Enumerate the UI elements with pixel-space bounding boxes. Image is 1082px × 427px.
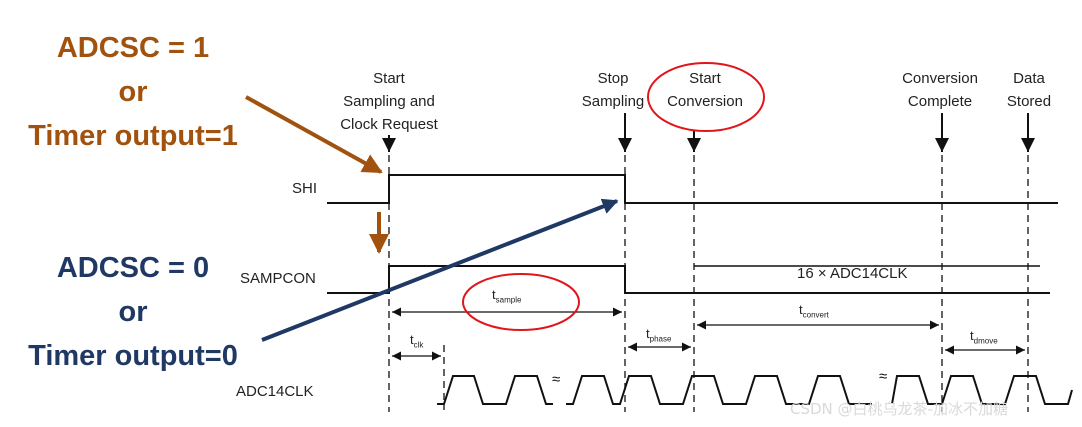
event-stop-sampling-line1: Stop <box>597 70 629 87</box>
tphase-symbol: t <box>646 326 650 341</box>
event-start-conversion: Start Conversion <box>655 67 755 113</box>
event-stop-sampling: Stop Sampling <box>553 67 673 113</box>
event-start-sampling-line3: Clock Request <box>340 116 438 133</box>
event-conversion-complete-line2: Complete <box>907 93 973 110</box>
tdmove-sub: dmove <box>973 336 998 346</box>
signal-sampcon-label: SAMPCON <box>240 270 316 287</box>
shi-waveform <box>327 174 1058 204</box>
clk-break-1: ≈ <box>552 371 560 388</box>
condition-high-line3: Timer output=1 <box>28 120 238 152</box>
signal-shi-label: SHI <box>292 180 318 197</box>
event-arrows <box>382 113 1035 152</box>
tclk-label: tclk <box>410 332 423 350</box>
condition-high: ADCSC = 1 or Timer output=1 <box>0 26 266 158</box>
condition-high-line1: ADCSC = 1 <box>56 32 210 64</box>
condition-low: ADCSC = 0 or Timer output=0 <box>0 246 266 378</box>
tdmove-label: tdmove <box>970 328 998 346</box>
start-conversion-highlight <box>647 62 765 132</box>
event-start-sampling-line2: Sampling and <box>343 93 435 110</box>
tsample-label: tsample <box>492 287 521 305</box>
condition-low-line2: or <box>118 296 148 328</box>
event-start-sampling: Start Sampling and Clock Request <box>329 67 449 136</box>
tsample-sub: sample <box>495 295 522 305</box>
tconvert-label: tconvert <box>799 302 829 320</box>
tdmove-symbol: t <box>970 328 974 343</box>
adc14clk-waveform-seg2 <box>566 375 872 405</box>
tphase-label: tphase <box>646 326 671 344</box>
condition-low-line3: Timer output=0 <box>28 340 238 372</box>
event-data-stored-line2: Stored <box>1006 93 1052 110</box>
brown-pointer-arrow <box>245 95 383 174</box>
event-conversion-complete-line1: Conversion <box>902 70 978 87</box>
event-start-conversion-line1: Start <box>689 70 721 87</box>
tconvert-sub: convert <box>802 310 829 320</box>
watermark: CSDN @白桃乌龙茶-加冰不加糖 <box>790 400 1008 418</box>
tphase-sub: phase <box>649 334 672 344</box>
time-markers <box>388 155 1029 412</box>
signal-adc14clk-label: ADC14CLK <box>236 383 314 400</box>
clk-break-2: ≈ <box>879 368 887 385</box>
condition-low-line1: ADCSC = 0 <box>56 252 210 284</box>
tsample-highlight <box>462 273 580 331</box>
condition-high-line2: or <box>118 76 148 108</box>
adc14clk-waveform-seg3 <box>891 375 1073 405</box>
navy-pointer-arrow <box>261 198 619 342</box>
clk-count-annotation: 16 × ADC14CLK <box>797 265 908 282</box>
tclk-symbol: t <box>410 332 414 347</box>
adc14clk-waveform-seg1 <box>437 375 553 405</box>
event-conversion-complete: Conversion Complete <box>880 67 1000 113</box>
timing-dimensions <box>392 307 1025 361</box>
event-start-conversion-line2: Conversion <box>667 93 743 110</box>
tclk-sub: clk <box>413 340 424 350</box>
event-stop-sampling-line2: Sampling <box>581 93 645 110</box>
tconvert-symbol: t <box>799 302 803 317</box>
event-start-sampling-line1: Start <box>373 70 405 87</box>
tsample-symbol: t <box>492 287 496 302</box>
event-data-stored: Data Stored <box>993 67 1065 113</box>
event-data-stored-line1: Data <box>1013 70 1045 87</box>
